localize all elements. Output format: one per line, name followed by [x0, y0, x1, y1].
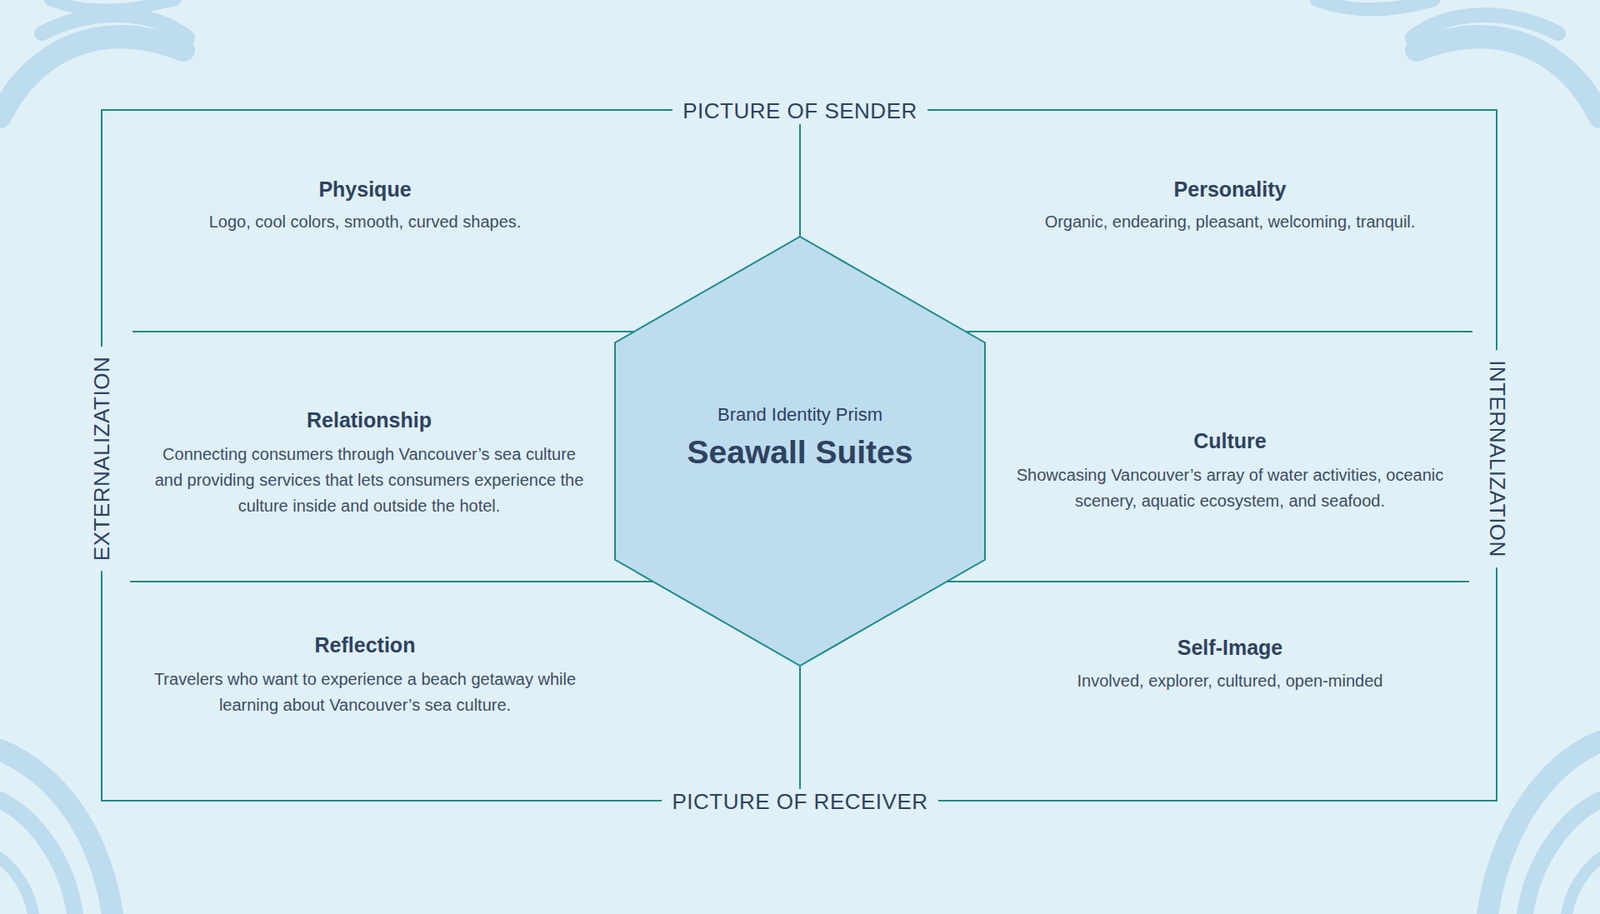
brand-name: Seawall Suites [687, 434, 914, 471]
facet-text: Connecting consumers through Vancouver’s… [148, 441, 590, 520]
divider-line [799, 110, 801, 236]
facet-heading: Physique [318, 177, 411, 202]
facet-heading: Reflection [315, 633, 416, 658]
prism-subtitle: Brand Identity Prism [717, 404, 883, 426]
facet-heading: Relationship [306, 408, 432, 433]
hexagon-outline [615, 236, 985, 666]
divider-line [799, 666, 801, 801]
facet-text: Showcasing Vancouver’s array of water ac… [1013, 462, 1447, 515]
divider-line [966, 330, 1473, 333]
facet-heading: Self-Image [1177, 635, 1283, 660]
prism-hexagon: Brand Identity PrismSeawall Suites [614, 235, 986, 667]
prism-frame [101, 110, 1497, 801]
frame-border [101, 110, 1497, 801]
axis-label: PICTURE OF RECEIVER [661, 789, 938, 815]
facet-heading: Culture [1193, 429, 1267, 454]
facet-text: Travelers who want to experience a beach… [144, 666, 586, 719]
axis-label: EXTERNALIZATION [90, 345, 116, 570]
axis-label: PICTURE OF SENDER [672, 98, 928, 125]
facet-text: Logo, cool colors, smooth, curved shapes… [131, 209, 599, 235]
facet-text: Involved, explorer, cultured, open-minde… [996, 668, 1464, 695]
facet-text: Organic, endearing, pleasant, welcoming,… [996, 209, 1464, 235]
facet-heading: Personality [1174, 177, 1287, 202]
divider-line [130, 580, 653, 583]
axis-label: INTERNALIZATION [1483, 350, 1510, 568]
divider-line [947, 580, 1470, 583]
divider-line [132, 330, 634, 333]
